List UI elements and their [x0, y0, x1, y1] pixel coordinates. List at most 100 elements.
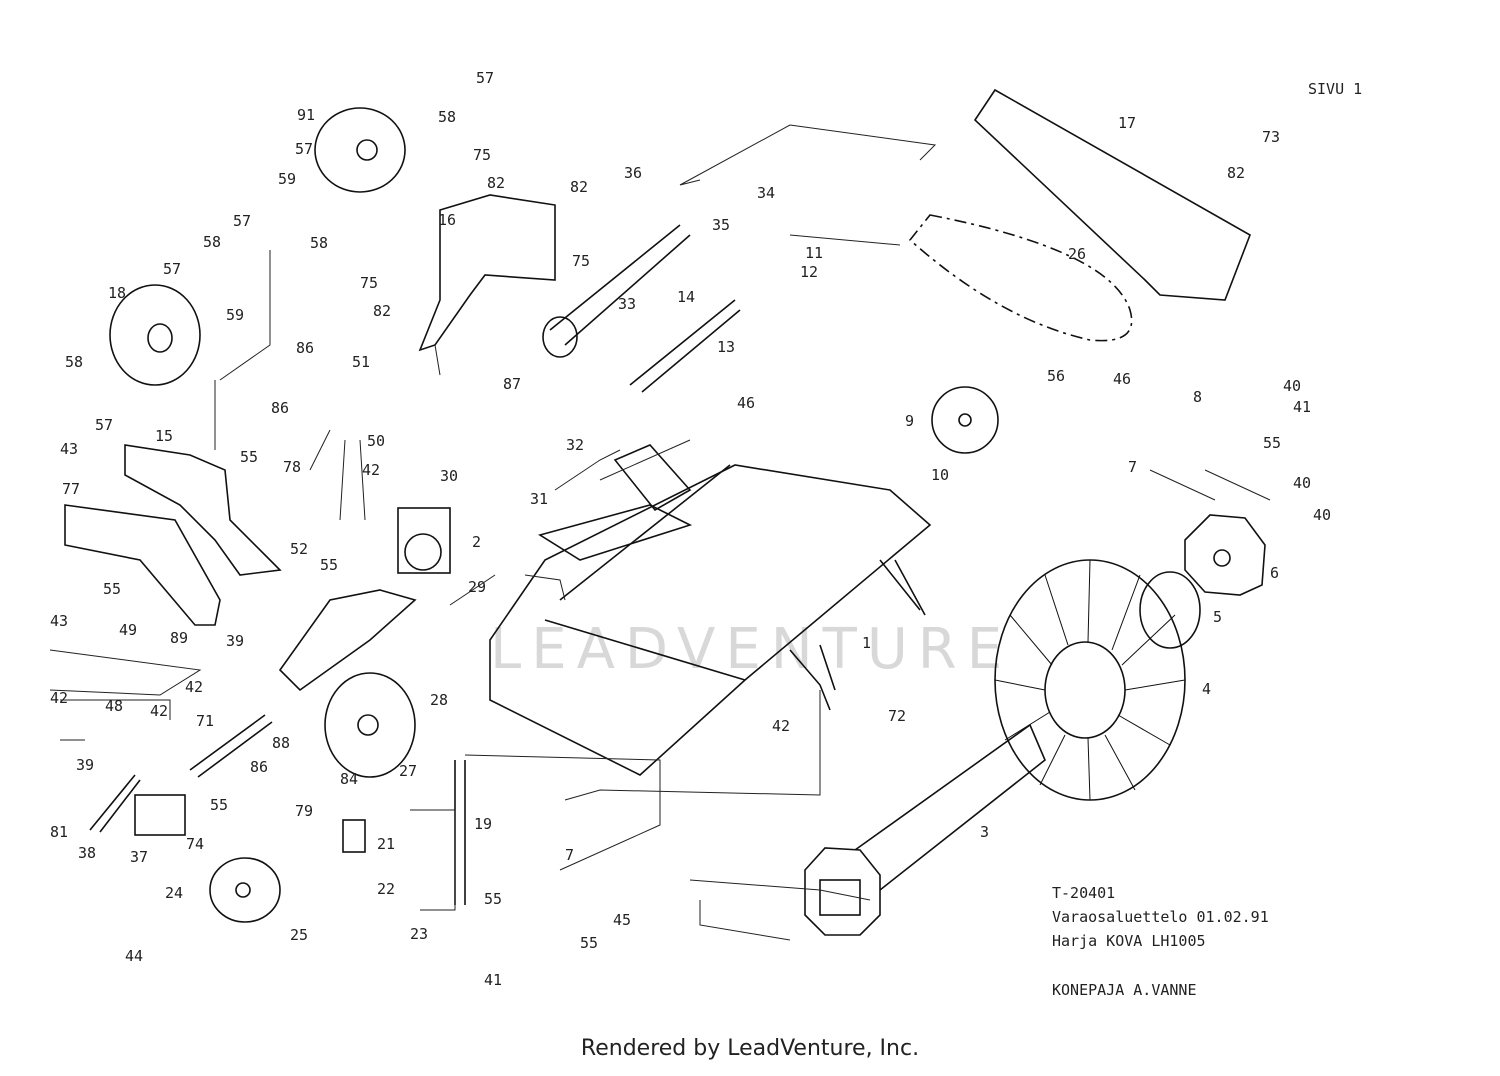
- callout-55a: 55: [240, 448, 258, 466]
- callout-58a: 58: [438, 108, 456, 126]
- callout-55d: 55: [210, 796, 228, 814]
- plate-38: [89, 774, 141, 833]
- callout-5: 5: [1213, 608, 1222, 626]
- callout-75c: 75: [572, 252, 590, 270]
- main-housing-shape: [489, 464, 932, 776]
- brush-hub: [1044, 641, 1126, 739]
- callout-55f: 55: [580, 934, 598, 952]
- pin-71: [189, 714, 273, 778]
- callout-57c: 57: [233, 212, 251, 230]
- callout-31: 31: [530, 490, 548, 508]
- sheet-label: SIVU 1: [1308, 80, 1362, 98]
- callout-7a: 7: [1128, 458, 1137, 476]
- callout-86c: 86: [250, 758, 268, 776]
- watermark-text: LEADVENTURE: [490, 617, 1012, 682]
- callout-58d: 58: [65, 353, 83, 371]
- bushing-21: [342, 819, 366, 853]
- callout-48: 48: [105, 697, 123, 715]
- info-catalog: Varaosaluettelo 01.02.91: [1052, 908, 1269, 926]
- main-housing-edge: [544, 619, 746, 681]
- sprocket: [931, 386, 999, 454]
- brush-spokes: [994, 559, 1186, 801]
- callout-labels: 1 2 3 4 5 6 7 7 8 9 10 11 12 13 14 15 16…: [50, 69, 1331, 989]
- housing-plate: [613, 444, 692, 512]
- shaft-33: [549, 224, 691, 346]
- callout-58c: 58: [203, 233, 221, 251]
- callout-57d: 57: [163, 260, 181, 278]
- callout-86b: 86: [271, 399, 289, 417]
- callout-51: 51: [352, 353, 370, 371]
- flange-plate: [1184, 514, 1266, 596]
- callout-72: 72: [888, 707, 906, 725]
- callout-42d: 42: [150, 702, 168, 720]
- bracket-15: [124, 444, 282, 576]
- callout-42b: 42: [185, 678, 203, 696]
- callout-55e: 55: [484, 890, 502, 908]
- callout-37: 37: [130, 848, 148, 866]
- callout-30: 30: [440, 467, 458, 485]
- callout-28: 28: [430, 691, 448, 709]
- callout-57a: 57: [476, 69, 494, 87]
- callout-29: 29: [468, 578, 486, 596]
- callout-44: 44: [125, 947, 143, 965]
- callout-41a: 41: [1293, 398, 1311, 416]
- callout-21: 21: [377, 835, 395, 853]
- block-37: [134, 794, 186, 836]
- callout-82b: 82: [373, 302, 391, 320]
- callout-87: 87: [503, 375, 521, 393]
- callout-55b: 55: [320, 556, 338, 574]
- callout-77: 77: [62, 480, 80, 498]
- sprocket-hole: [958, 413, 972, 427]
- callout-15: 15: [155, 427, 173, 445]
- shaft-socket: [819, 879, 861, 916]
- callout-24: 24: [165, 884, 183, 902]
- callout-89: 89: [170, 629, 188, 647]
- callout-79: 79: [295, 802, 313, 820]
- info-drawing-number: T-20401: [1052, 884, 1115, 902]
- callout-42c: 42: [50, 689, 68, 707]
- footer-credit: Rendered by LeadVenture, Inc.: [580, 1036, 920, 1061]
- callout-75b: 75: [360, 274, 378, 292]
- callout-82c: 82: [570, 178, 588, 196]
- callout-33: 33: [618, 295, 636, 313]
- callout-42a: 42: [362, 461, 380, 479]
- callout-26: 26: [1068, 245, 1086, 263]
- callout-6: 6: [1270, 564, 1279, 582]
- callout-7b: 7: [565, 846, 574, 864]
- callout-57b: 57: [295, 140, 313, 158]
- callout-40c: 40: [1313, 506, 1331, 524]
- callout-45: 45: [613, 911, 631, 929]
- drawing-lines: [64, 88, 1266, 936]
- callout-3: 3: [980, 823, 989, 841]
- callout-43a: 43: [60, 440, 78, 458]
- callout-14: 14: [677, 288, 695, 306]
- bracket-15-lower: [64, 504, 221, 626]
- callout-34: 34: [757, 184, 775, 202]
- callout-57e: 57: [95, 416, 113, 434]
- callout-19: 19: [474, 815, 492, 833]
- info-model: Harja KOVA LH1005: [1052, 932, 1206, 950]
- callout-73: 73: [1262, 128, 1280, 146]
- callout-75a: 75: [473, 146, 491, 164]
- housing-leg-lower: [789, 644, 836, 711]
- callout-36: 36: [624, 164, 642, 182]
- pulley-27: [324, 672, 416, 778]
- callout-91: 91: [297, 106, 315, 124]
- bearing-bore: [404, 533, 442, 571]
- shaft-33-end: [542, 316, 578, 358]
- callout-39b: 39: [76, 756, 94, 774]
- callout-81: 81: [50, 823, 68, 841]
- callout-13: 13: [717, 338, 735, 356]
- callout-82a: 82: [487, 174, 505, 192]
- callout-78: 78: [283, 458, 301, 476]
- pulley-24-hub: [235, 882, 251, 898]
- callout-4: 4: [1202, 680, 1211, 698]
- callout-16: 16: [438, 211, 456, 229]
- pulley-18: [109, 284, 201, 386]
- bracket-16: [418, 194, 556, 352]
- callout-55c: 55: [103, 580, 121, 598]
- callout-10: 10: [931, 466, 949, 484]
- callout-50: 50: [367, 432, 385, 450]
